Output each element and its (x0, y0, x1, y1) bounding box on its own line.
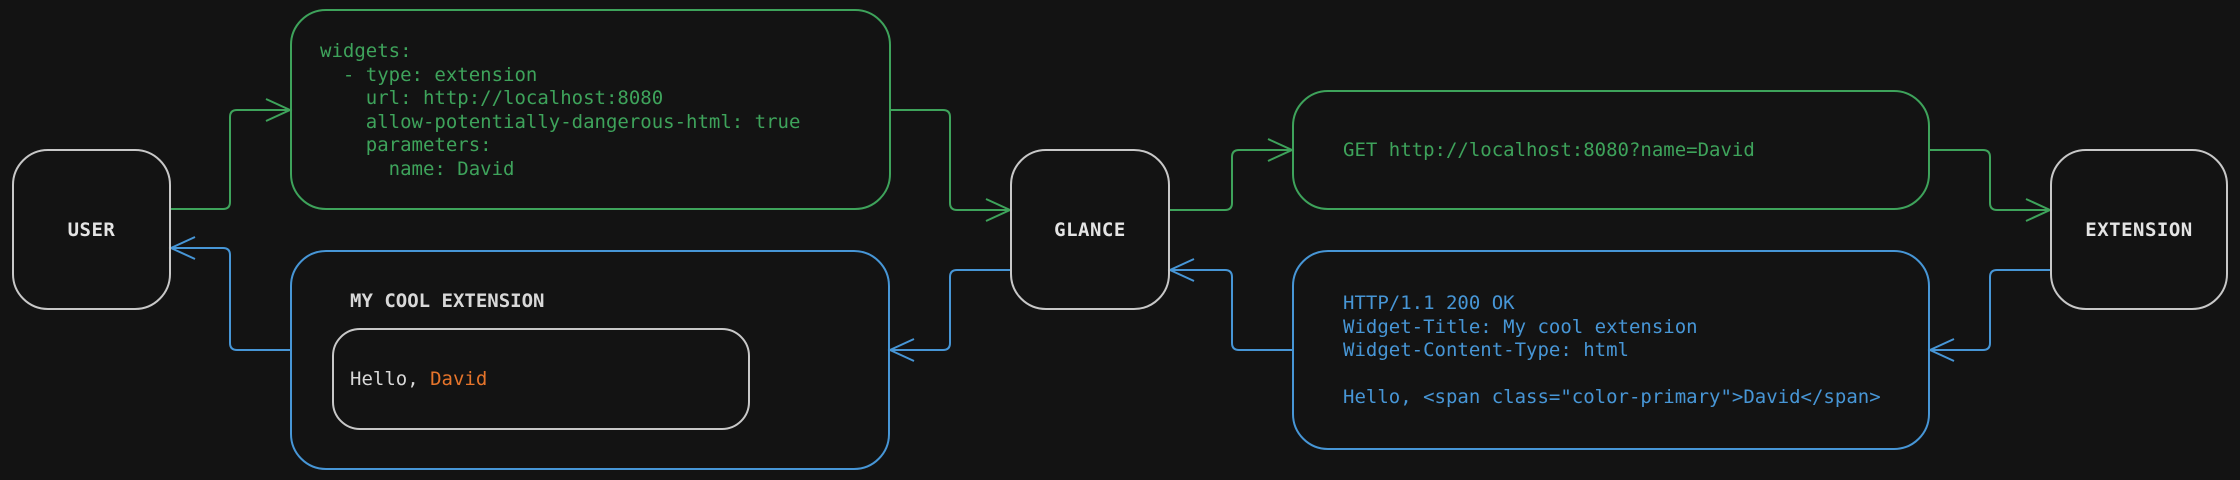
wire-user-to-config (171, 109, 288, 210)
config-yaml-code: widgets: - type: extension url: http://l… (320, 40, 800, 181)
http-request-code: GET http://localhost:8080?name=David (1343, 139, 1755, 163)
arrowhead-into-user (168, 236, 196, 260)
widget-content-frame (332, 328, 750, 430)
arrowhead-into-glance-request (985, 198, 1013, 222)
wire-get-to-extension (1930, 149, 2048, 211)
greeting-prefix: Hello, (350, 368, 431, 390)
code-line: url: http://localhost:8080 (320, 87, 664, 109)
code-line: HTTP/1.1 200 OK (1343, 292, 1515, 314)
code-line: allow-potentially-dangerous-html: true (320, 110, 801, 133)
node-glance-label: GLANCE (1054, 218, 1126, 241)
code-line: widgets: (320, 40, 412, 62)
http-request-box (1292, 90, 1930, 210)
code-line: GET http://localhost:8080?name=David (1343, 139, 1755, 161)
node-user-label: USER (67, 218, 116, 241)
node-user: USER (12, 149, 171, 310)
arrowhead-into-widget (887, 338, 915, 362)
code-line (1343, 363, 1881, 387)
arrowhead-into-glance-response (1167, 258, 1195, 282)
http-response-box (1292, 250, 1930, 450)
wire-glance-to-widget (892, 269, 1010, 351)
code-line: Widget-Content-Type: html (1343, 339, 1629, 361)
node-extension-label: EXTENSION (2085, 218, 2193, 241)
code-line: Hello, <span class="color-primary">David… (1343, 386, 1881, 408)
arrowhead-into-config (265, 98, 293, 122)
wire-extension-to-response (1932, 269, 2050, 351)
widget-greeting: Hello, David (350, 368, 487, 392)
code-line: name: David (320, 157, 515, 180)
http-response-code: HTTP/1.1 200 OK Widget-Title: My cool ex… (1343, 292, 1881, 410)
code-line: Widget-Title: My cool extension (1343, 315, 1698, 338)
rendered-widget-box (290, 250, 890, 470)
config-yaml-box (290, 9, 891, 210)
arrowhead-into-response (1927, 338, 1955, 362)
node-glance: GLANCE (1010, 149, 1170, 310)
code-line: parameters: (320, 134, 492, 156)
arrowhead-into-get (1267, 138, 1295, 162)
greeting-name: David (430, 368, 488, 390)
wire-response-to-glance (1172, 269, 1292, 351)
node-extension: EXTENSION (2050, 149, 2228, 310)
arrowhead-into-extension (2025, 198, 2053, 222)
wire-config-to-glance (891, 109, 1008, 211)
widget-title: MY COOL EXTENSION (350, 290, 545, 312)
wire-glance-to-get (1170, 149, 1290, 211)
code-line: - type: extension (320, 63, 538, 86)
wire-widget-to-user (173, 247, 290, 351)
